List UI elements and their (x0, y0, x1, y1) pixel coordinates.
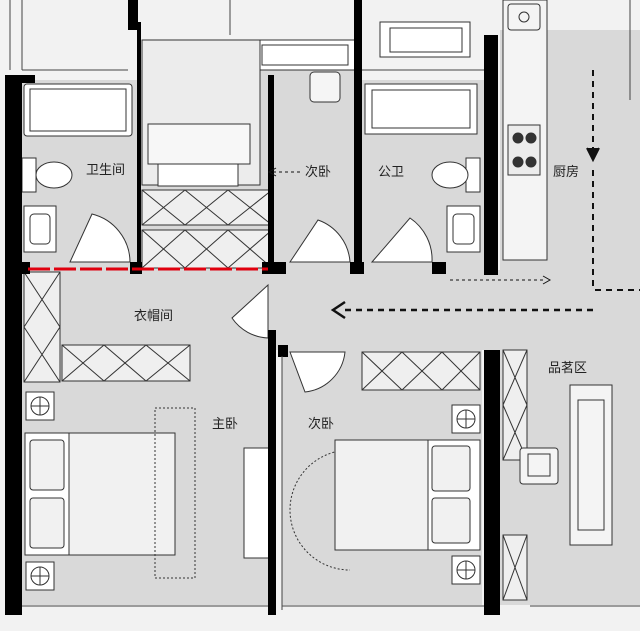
toilet-icon (21, 157, 73, 193)
toilet-public-icon (431, 157, 481, 193)
nightstand-lamp-icon (25, 391, 55, 591)
bathtub-inner (29, 88, 127, 132)
label-secondary-bedroom-top: 次卧 (305, 164, 331, 180)
label-secondary-bedroom-bottom: 次卧 (308, 416, 334, 432)
dashed-arrow-icon (267, 70, 640, 320)
bedroom-wardrobe (361, 351, 481, 391)
top-cabinet-inner (261, 44, 349, 66)
chair-top (309, 71, 341, 103)
secondary-bed (289, 439, 481, 571)
label-bathroom: 卫生间 (86, 163, 125, 178)
tea-shelves (502, 349, 528, 601)
tea-chair (519, 447, 559, 485)
master-bed (24, 407, 271, 579)
secondary-lamps (451, 404, 481, 585)
shower-public-inner (371, 89, 471, 129)
wardrobe-crosses (141, 189, 273, 269)
tea-table-inner (577, 399, 605, 531)
label-kitchen: 厨房 (553, 164, 579, 180)
cloakroom-wardrobes (23, 271, 191, 383)
master-bench (243, 447, 271, 559)
label-master-bedroom: 主卧 (212, 417, 238, 432)
label-cloakroom: 衣帽间 (134, 308, 173, 324)
kitchen-counters (502, 0, 548, 261)
walls (5, 0, 500, 615)
wardrobes-upper (141, 189, 273, 269)
label-tea-area: 品茗区 (548, 361, 587, 376)
tea-chair-inner (527, 453, 551, 477)
label-public-bathroom: 公卫 (378, 165, 404, 180)
bed-top (141, 39, 341, 187)
sink-public-icon (446, 205, 481, 253)
tub-top-right-inner (389, 27, 463, 53)
tea-long-table (569, 384, 613, 546)
kitchen-sink (507, 3, 541, 31)
bed-top-pillow (157, 163, 239, 187)
left-wardrobe (23, 271, 61, 383)
tea-table (519, 384, 613, 546)
stove-icon (507, 124, 541, 176)
sink-icon (23, 205, 57, 253)
shower-public (364, 83, 478, 135)
partitions (9, 0, 640, 610)
bathtub-outline (23, 83, 133, 137)
door-swing-icon (69, 213, 433, 393)
master-tv-cabinet (154, 407, 196, 579)
bed-top-cover (147, 123, 251, 165)
mid-wardrobe (61, 344, 191, 382)
